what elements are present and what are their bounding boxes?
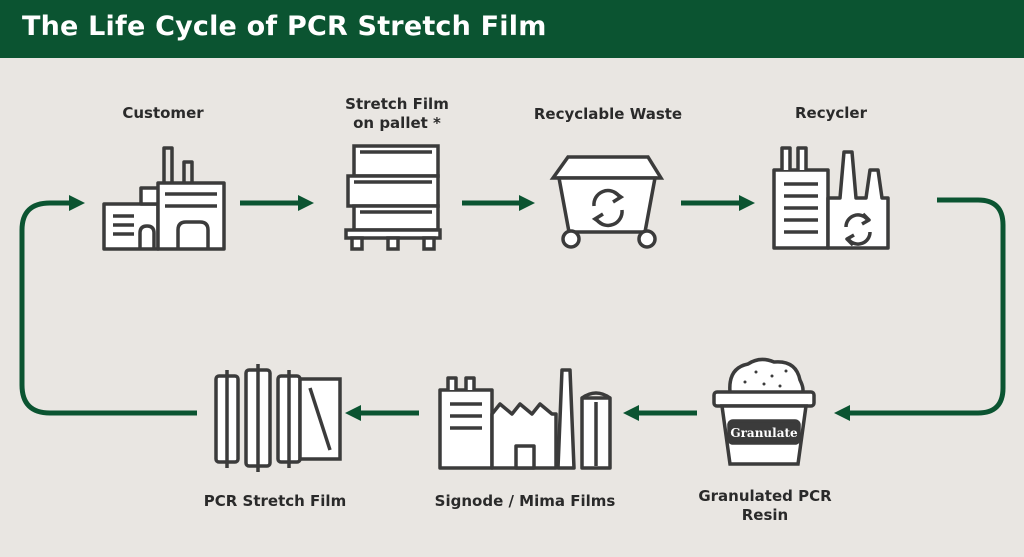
- arrow-recycler-to-granulate: [833, 197, 1006, 422]
- granulate-tag: Granulate: [730, 426, 798, 440]
- granulated-line2: Resin: [741, 506, 789, 524]
- arrow-pcr-film-to-customer: [19, 194, 197, 416]
- step-label-stretch-film: Stretch Film on pallet *: [325, 95, 469, 133]
- flow-arrows: [19, 194, 1006, 422]
- stretch-film-line1: Stretch Film: [345, 95, 449, 113]
- title-bar: The Life Cycle of PCR Stretch Film: [0, 0, 1024, 58]
- signode-factory-icon: [438, 368, 612, 470]
- customer-factory-icon: [102, 146, 226, 251]
- bucket-speckles: [743, 369, 788, 388]
- recycler-building-icon: [772, 146, 890, 250]
- step-label-recyclable-waste: Recyclable Waste: [533, 105, 683, 123]
- waste-bin-icon: [549, 155, 665, 249]
- granulated-line1: Granulated PCR: [698, 487, 832, 505]
- step-label-granulated-resin: Granulated PCR Resin: [682, 487, 848, 525]
- step-label-customer: Customer: [122, 104, 204, 122]
- pallet-stack-icon: [344, 144, 442, 251]
- page-title: The Life Cycle of PCR Stretch Film: [22, 11, 547, 42]
- step-label-pcr-film: PCR Stretch Film: [203, 492, 347, 510]
- stretch-film-line2: on pallet *: [353, 114, 441, 132]
- step-label-signode: Signode / Mima Films: [434, 492, 616, 510]
- granulate-bucket-icon: [712, 357, 816, 466]
- film-rolls-icon: [214, 364, 342, 472]
- step-label-recycler: Recycler: [795, 104, 867, 122]
